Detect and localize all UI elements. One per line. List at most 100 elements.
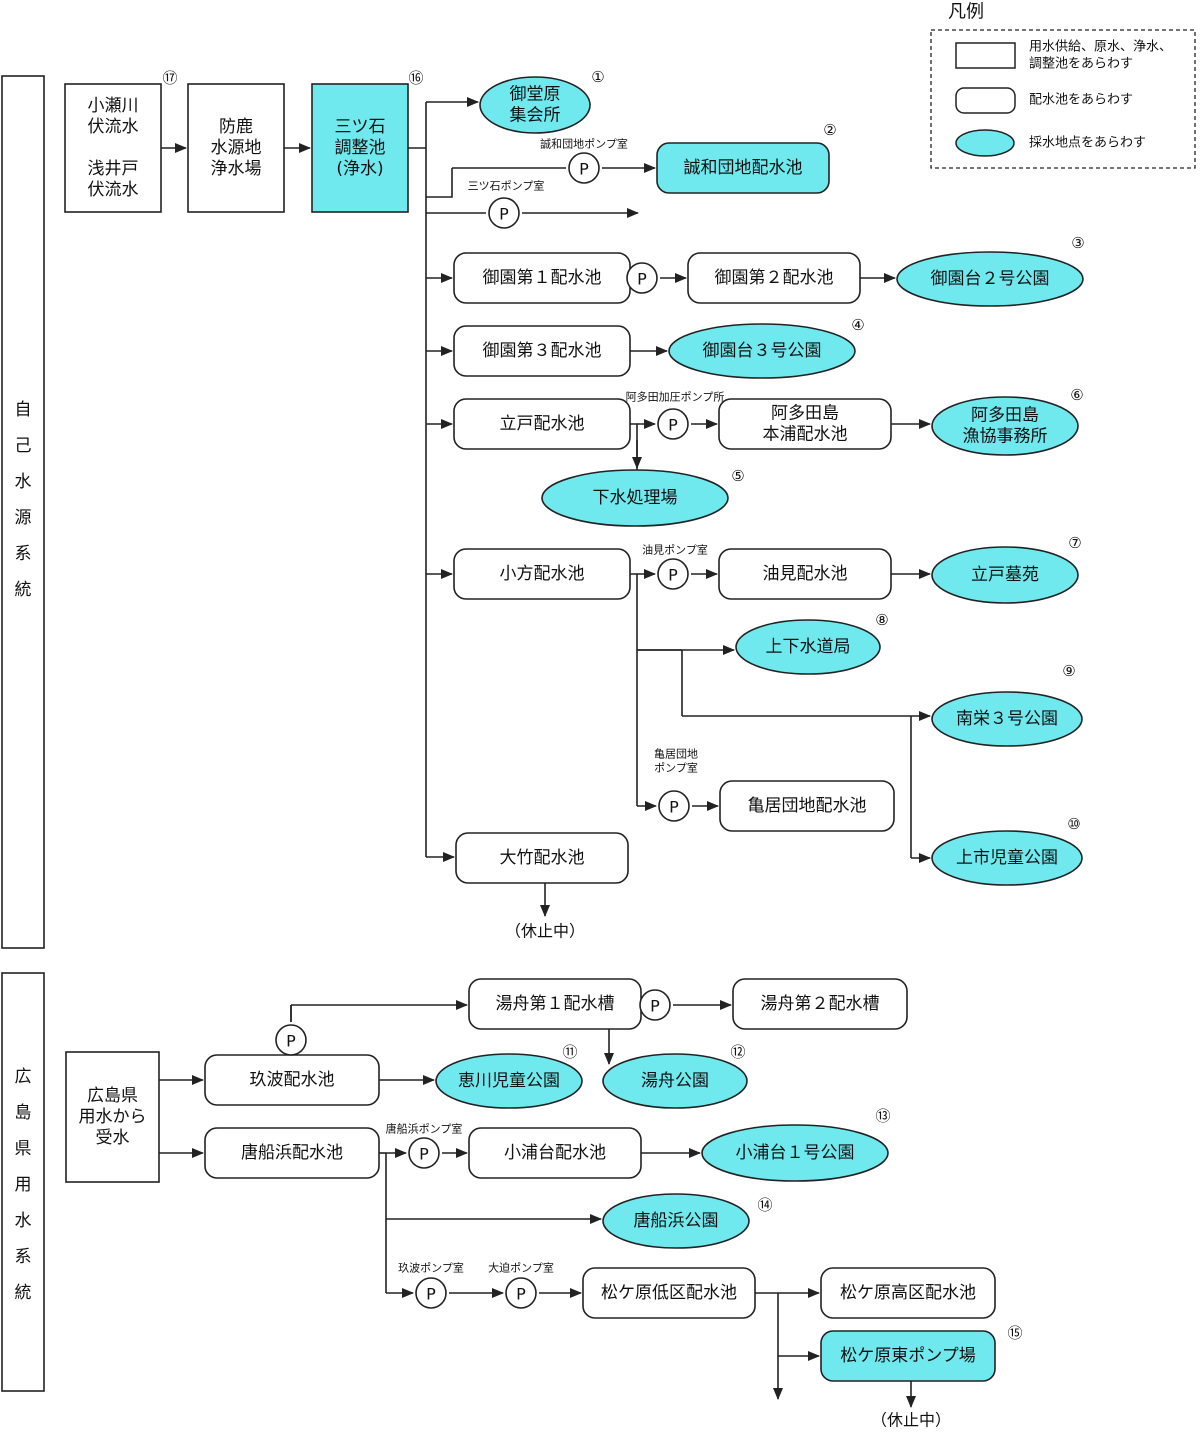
node-text: 漁協事務所 xyxy=(963,427,1048,447)
node-n7: 立戸墓苑 xyxy=(931,546,1079,604)
system-label-char: 統 xyxy=(15,580,32,600)
node-text: 集会所 xyxy=(510,106,561,126)
diagram-nodes: 自己水源系統広島県用水系統小瀬川伏流水浅井戸伏流水防鹿水源地浄水場三ツ石調整池(… xyxy=(1,75,1084,1392)
node-n14: 唐船浜公園 xyxy=(602,1193,750,1249)
node-n9: 南栄３号公園 xyxy=(931,691,1083,747)
node-n12: 湯舟公園 xyxy=(602,1053,748,1109)
node-text: 誠和団地配水池 xyxy=(684,158,803,178)
node-n5: 下水処理場 xyxy=(541,469,729,527)
pump-label: 玖波ポンプ室 xyxy=(398,1261,464,1275)
node-text: 水源地 xyxy=(211,138,262,158)
node-text: 伏流水 xyxy=(88,117,139,137)
pump-symbol: P xyxy=(650,997,660,1016)
node-matsu_low: 松ケ原低区配水池 xyxy=(582,1267,756,1319)
pump-label: 誠和団地ポンプ室 xyxy=(540,137,628,151)
pump-p_kuba: P xyxy=(415,1277,447,1309)
node-aburami: 油見配水池 xyxy=(718,548,892,600)
pump-p_oseko: P xyxy=(505,1277,537,1309)
legend-label: 採水地点をあらわす xyxy=(1029,136,1146,151)
pump-symbol: P xyxy=(419,1145,429,1164)
sample-number: ⑭ xyxy=(757,1196,772,1214)
node-n8: 上下水道局 xyxy=(735,619,881,675)
node-text: 小浦台配水池 xyxy=(504,1143,606,1163)
pump-symbol: P xyxy=(286,1032,296,1051)
system-label-char: 島 xyxy=(15,1103,32,1123)
node-text: 上市児童公園 xyxy=(956,848,1058,868)
pump-symbol: P xyxy=(499,205,509,224)
sample-number: ⑥ xyxy=(1070,386,1083,404)
node-yubune1: 湯舟第１配水槽 xyxy=(468,978,642,1030)
pump-p_yubune: P xyxy=(639,989,671,1021)
node-text: 恵川児童公園 xyxy=(458,1071,560,1091)
system-label-char: 水 xyxy=(15,1211,32,1231)
node-text: 油見配水池 xyxy=(763,564,848,584)
legend-label: 用水供給、原水、浄水、 xyxy=(1029,40,1172,55)
node-text: 松ケ原高区配水池 xyxy=(840,1283,976,1303)
legend-swatch-rect xyxy=(955,42,1016,69)
node-text: 小瀬川 xyxy=(88,96,139,116)
sample-number: ⑩ xyxy=(1067,815,1080,833)
sample-number: ⑮ xyxy=(1007,1324,1022,1342)
node-text: 受水 xyxy=(96,1128,130,1148)
system-label-char: 系 xyxy=(15,544,32,564)
node-text: 唐船浜公園 xyxy=(634,1210,719,1231)
system-label-char: 広 xyxy=(15,1067,32,1087)
pump-label: 亀居団地 xyxy=(654,747,698,761)
pump-label: 三ツ石ポンプ室 xyxy=(468,179,545,193)
sample-number: ⑧ xyxy=(875,611,888,629)
node-misono2: 御園第２配水池 xyxy=(687,252,861,304)
flow-lines xyxy=(159,97,931,1408)
sample-number: ② xyxy=(823,121,836,139)
node-text: 阿多田島 xyxy=(971,406,1039,426)
node-text: 本浦配水池 xyxy=(763,425,848,445)
node-text: 湯舟公園 xyxy=(641,1071,709,1091)
node-misono1: 御園第１配水池 xyxy=(453,252,631,304)
node-n11: 恵川児童公園 xyxy=(435,1053,583,1109)
sample-number: ⑨ xyxy=(1062,662,1075,680)
pump-label: 油見ポンプ室 xyxy=(642,543,708,557)
pump-symbol: P xyxy=(668,566,678,585)
suspended-label: （休止中） xyxy=(505,922,585,941)
node-karafune: 唐船浜配水池 xyxy=(204,1127,380,1179)
node-text: 伏流水 xyxy=(88,180,139,200)
system-label-char: 県 xyxy=(15,1139,32,1159)
system-label-char: 自 xyxy=(15,400,32,420)
node-text: 亀居団地配水池 xyxy=(748,796,867,816)
node-text: 玖波配水池 xyxy=(250,1070,335,1090)
node-kouradai: 小浦台配水池 xyxy=(468,1127,642,1179)
node-text: 防鹿 xyxy=(219,117,253,137)
node-text: (浄水) xyxy=(336,159,383,179)
legend-label: 調整池をあらわす xyxy=(1029,57,1133,72)
pump-symbol: P xyxy=(426,1285,436,1304)
legend-swatch-rounded xyxy=(955,87,1016,114)
pump-symbol: P xyxy=(637,270,647,289)
node-text: 御園台３号公園 xyxy=(703,341,822,361)
node-text: 唐船浜配水池 xyxy=(241,1142,343,1163)
system-label-char: 己 xyxy=(15,436,32,456)
pump-symbol: P xyxy=(668,416,678,435)
node-n3: 御園台２号公園 xyxy=(896,251,1084,307)
node-text: 浅井戸 xyxy=(88,159,139,179)
node-text: 小方配水池 xyxy=(500,564,585,584)
node-text: 湯舟第２配水槽 xyxy=(761,994,880,1014)
node-text: 小浦台１号公園 xyxy=(736,1143,855,1163)
flow-line xyxy=(426,168,453,198)
flow-line xyxy=(630,573,638,806)
sample-number: ⑪ xyxy=(562,1043,577,1061)
node-n4: 御園台３号公園 xyxy=(668,323,856,379)
node-matsu_high: 松ケ原高区配水池 xyxy=(820,1267,996,1319)
pump-p_atata: P xyxy=(657,408,689,440)
pump-p_kuba_top: P xyxy=(275,1024,307,1056)
node-n2: 誠和団地配水池 xyxy=(656,142,830,194)
node-text: 広島県 xyxy=(87,1086,138,1106)
